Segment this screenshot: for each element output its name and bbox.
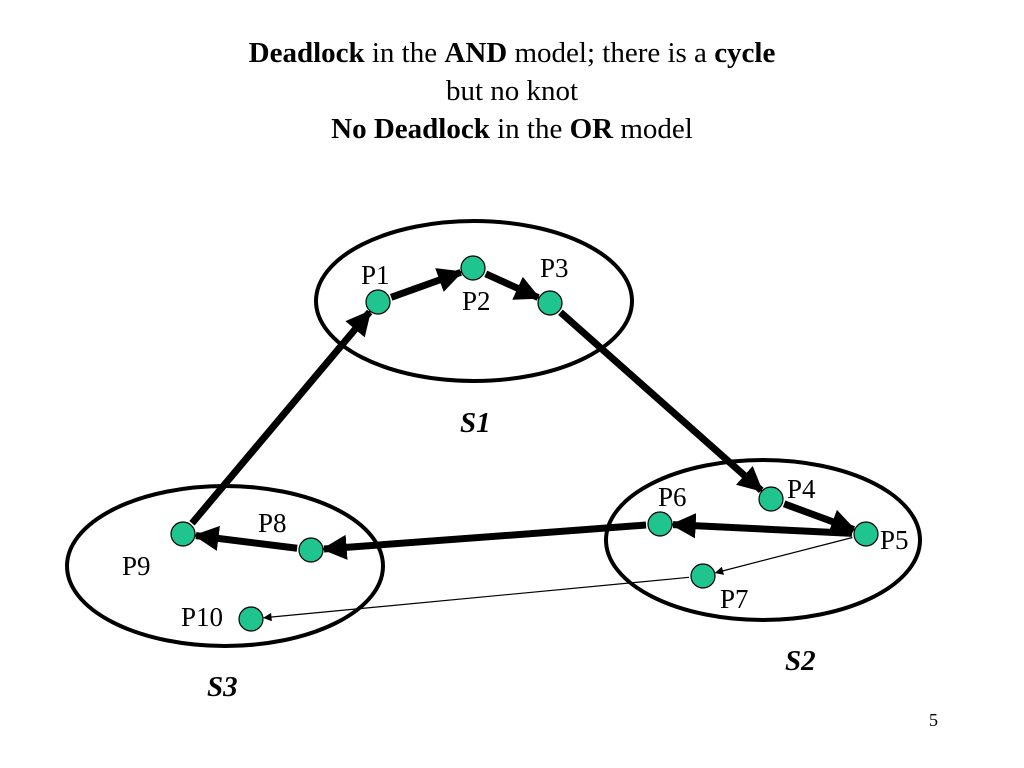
node-p2 xyxy=(460,255,486,281)
edge-p4-to-p5 xyxy=(782,500,857,534)
edge-p5-to-p6 xyxy=(670,513,853,539)
node-p4 xyxy=(758,486,784,512)
site-label-s2: S2 xyxy=(785,645,816,677)
site-s1-ellipse xyxy=(314,219,634,383)
title-text-model-there-is-a: model; there is a xyxy=(507,37,715,69)
edge-p9-to-p1 xyxy=(189,309,373,526)
slide-title: Deadlock in the AND model; there is a cy… xyxy=(0,34,1024,148)
node-label-p4: P4 xyxy=(787,474,816,504)
node-label-p5: P5 xyxy=(880,525,909,555)
node-p3 xyxy=(537,290,563,316)
edge-p8-to-p9 xyxy=(193,525,298,552)
title-line-3: No Deadlock in the OR model xyxy=(0,110,1024,148)
title-line-1: Deadlock in the AND model; there is a cy… xyxy=(0,34,1024,72)
node-p5 xyxy=(853,521,879,547)
title-line-2: but no knot xyxy=(0,72,1024,110)
title-text-in-the-2: in the xyxy=(489,113,570,145)
site-label-s1: S1 xyxy=(460,407,491,439)
site-s2-ellipse xyxy=(604,458,922,622)
process-labels: P1 P2 P3 P4 P5 P6 P7 P8 P9 P10 xyxy=(122,253,909,632)
node-label-p10: P10 xyxy=(181,602,223,632)
node-p7 xyxy=(690,563,716,589)
node-label-p1: P1 xyxy=(361,260,390,290)
node-label-p2: P2 xyxy=(462,286,491,316)
site-label-s3: S3 xyxy=(207,671,238,703)
site-labels: S1 S2 S3 xyxy=(207,407,816,703)
title-word-and: AND xyxy=(444,37,508,69)
process-nodes xyxy=(170,255,879,632)
node-label-p7: P7 xyxy=(720,584,749,614)
edge-p3-to-p4 xyxy=(558,309,764,493)
site-s3-ellipse xyxy=(65,484,385,648)
node-label-p8: P8 xyxy=(258,508,287,538)
node-p6 xyxy=(647,511,673,537)
node-p9 xyxy=(170,521,196,547)
title-word-cycle: cycle xyxy=(714,37,776,69)
edge-p7-to-p10 xyxy=(263,576,690,622)
title-word-or: OR xyxy=(569,113,614,145)
node-label-p9: P9 xyxy=(122,551,151,581)
node-p10 xyxy=(238,606,264,632)
node-p1 xyxy=(365,289,391,315)
node-label-p6: P6 xyxy=(658,482,687,512)
title-text-but-no-knot: but no knot xyxy=(445,75,579,107)
title-text-in-the: in the xyxy=(364,37,445,69)
title-word-no-deadlock: No Deadlock xyxy=(331,113,490,145)
page-number: 5 xyxy=(929,710,938,730)
node-label-p3: P3 xyxy=(540,253,569,283)
edge-p2-to-p3 xyxy=(484,270,541,301)
node-p8 xyxy=(298,537,324,563)
title-word-deadlock: Deadlock xyxy=(248,37,365,69)
edges-group xyxy=(189,268,857,622)
edge-p1-to-p2 xyxy=(390,268,464,301)
title-text-model: model xyxy=(613,113,693,145)
edge-p6-to-p8 xyxy=(321,521,647,560)
edge-p5-to-p7 xyxy=(714,536,853,575)
